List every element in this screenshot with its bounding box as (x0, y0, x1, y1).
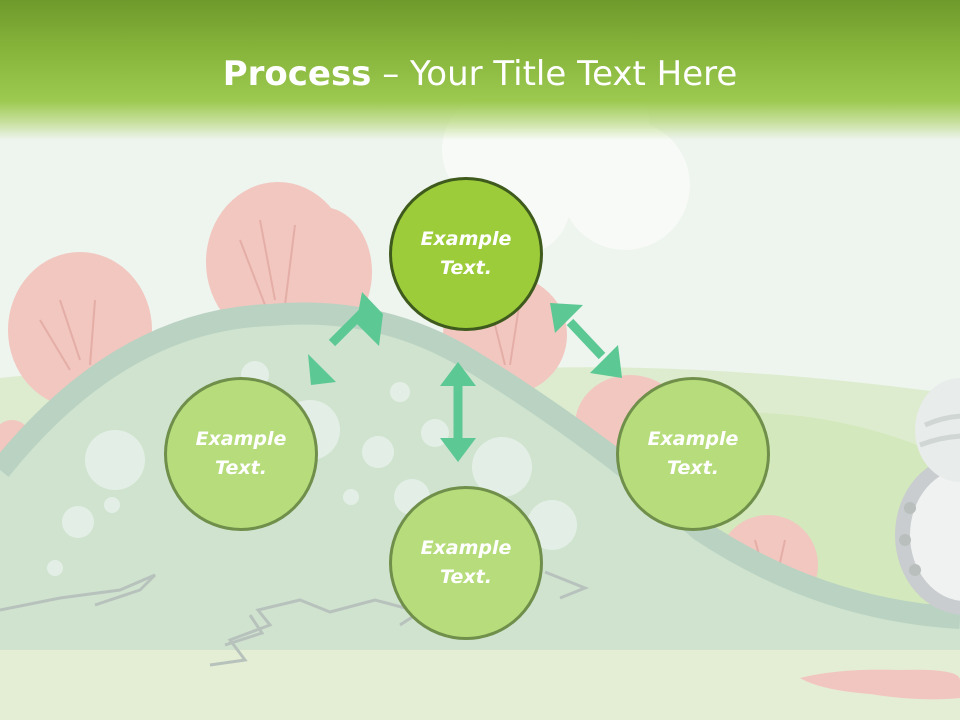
node-line-2: Text. (440, 257, 492, 279)
egg-decoration (895, 378, 960, 615)
node-line-2: Text. (440, 566, 492, 588)
puddle (800, 669, 960, 700)
node-line-2: Text. (215, 457, 267, 479)
node-line-1: Example (647, 428, 739, 450)
node-text: Example Text. (181, 425, 301, 483)
title-bold: Process (222, 54, 372, 94)
node-line-1: Example (420, 228, 512, 250)
title-rest: – Your Title Text Here (371, 54, 738, 94)
node-line-2: Text. (667, 457, 719, 479)
arrow-heads (308, 292, 622, 462)
process-node-right[interactable]: Example Text. (616, 377, 770, 531)
node-line-1: Example (195, 428, 287, 450)
process-node-left[interactable]: Example Text. (164, 377, 318, 531)
process-node-bottom[interactable]: Example Text. (389, 486, 543, 640)
node-text: Example Text. (406, 534, 526, 592)
title-bar (0, 0, 960, 140)
node-text: Example Text. (406, 225, 526, 283)
ground-cracks (0, 570, 590, 667)
dinosaur-back (0, 302, 960, 629)
node-line-1: Example (420, 537, 512, 559)
slide-title: Process – Your Title Text Here (0, 52, 960, 96)
process-node-top[interactable]: Example Text. (389, 177, 543, 331)
arrow-top-right (566, 318, 606, 360)
node-text: Example Text. (633, 425, 753, 483)
